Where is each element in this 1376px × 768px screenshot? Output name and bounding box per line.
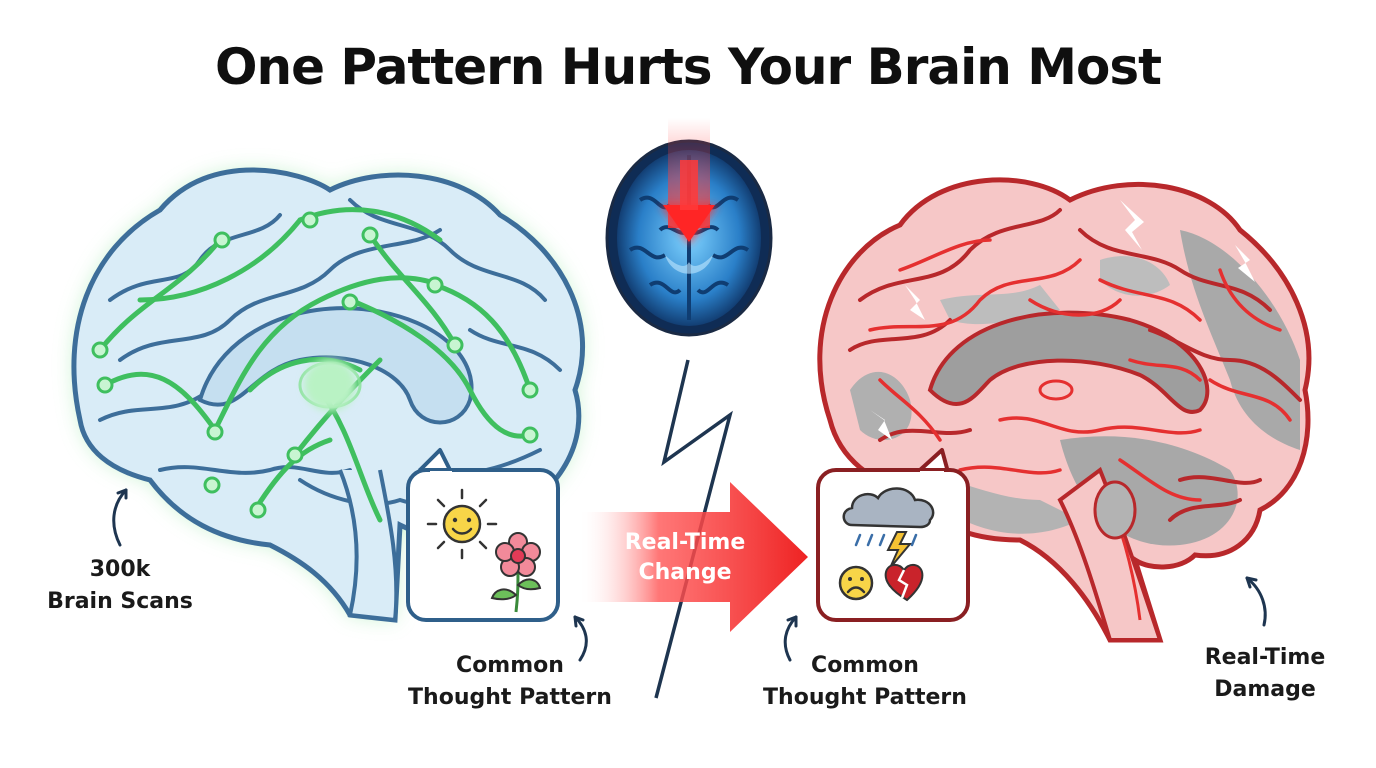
brain-scans-label: 300k Brain Scans xyxy=(47,557,193,614)
common-thought-label-left: Common Thought Pattern xyxy=(408,653,612,710)
common-thought-label-right: Common Thought Pattern xyxy=(763,653,967,710)
positive-thought-bubble xyxy=(406,448,560,622)
sad-face-icon xyxy=(838,565,874,601)
brain-scan-icon xyxy=(605,118,773,337)
damaged-brain-icon xyxy=(817,177,1312,643)
broken-heart-icon xyxy=(884,564,924,602)
real-time-change-label: Real-Time Change xyxy=(624,530,746,585)
negative-thought-bubble xyxy=(816,448,970,622)
real-time-damage-label: Real-Time Damage xyxy=(1204,645,1326,702)
page-title: One Pattern Hurts Your Brain Most xyxy=(214,38,1162,96)
change-arrow xyxy=(578,482,808,632)
pointer-arrows xyxy=(112,488,1267,662)
sun-smile-icon xyxy=(426,488,498,560)
storm-cloud-icon xyxy=(842,487,935,569)
flower-icon xyxy=(490,532,542,613)
